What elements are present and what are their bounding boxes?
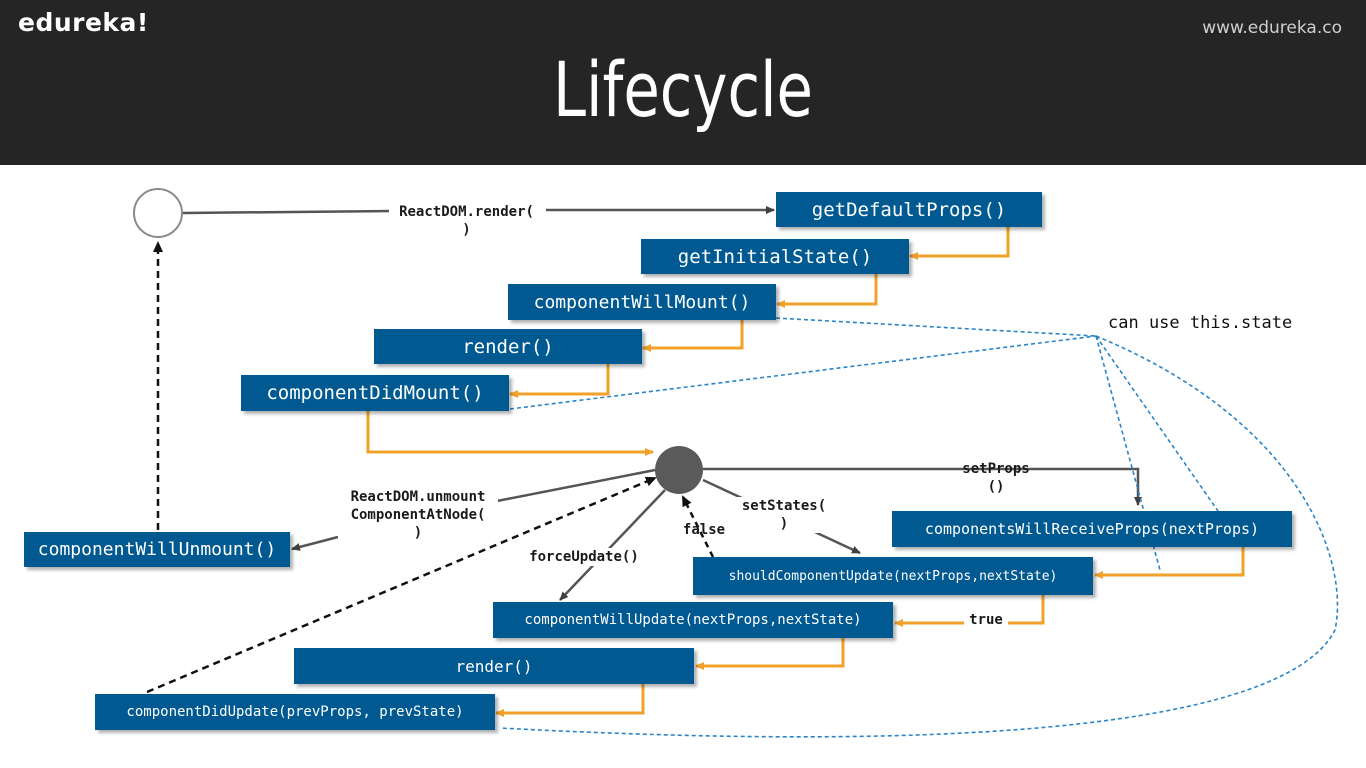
start-node bbox=[133, 188, 183, 238]
box-component-will-mount: componentWillMount() bbox=[508, 284, 776, 320]
box-component-did-update: componentDidUpdate(prevProps, prevState) bbox=[95, 694, 495, 730]
label-set-props: setProps () bbox=[962, 461, 1030, 495]
label-reactdom-render: ReactDOM.render( ) bbox=[389, 203, 544, 239]
setprops-arrow bbox=[703, 467, 1142, 506]
flow-initial-to-willmount bbox=[776, 274, 878, 308]
box-get-initial-state: getInitialState() bbox=[641, 239, 909, 274]
header-bar: edureka! www.edureka.co Lifecycle bbox=[0, 0, 1366, 165]
page-title: Lifecycle bbox=[552, 45, 814, 134]
box-should-component-update: shouldComponentUpdate(nextProps,nextStat… bbox=[693, 557, 1093, 595]
site-url: www.edureka.co bbox=[1202, 18, 1342, 38]
flow-render-to-didupdate bbox=[495, 684, 645, 717]
box-components-will-receive-props: componentsWillReceiveProps(nextProps) bbox=[892, 511, 1292, 547]
unmount-connector bbox=[491, 468, 656, 504]
flow-willmount-to-render bbox=[642, 320, 744, 352]
render-connector bbox=[182, 209, 391, 215]
box-render-mount: render() bbox=[374, 329, 642, 364]
label-true: true bbox=[964, 611, 1008, 629]
false-dashed-arrow bbox=[681, 495, 715, 558]
label-unmount-component: ReactDOM.unmount ComponentAtNode( ) bbox=[338, 488, 498, 542]
state-node bbox=[655, 446, 703, 494]
label-force-update: forceUpdate() bbox=[520, 548, 648, 566]
flow-render-to-didmount bbox=[509, 364, 610, 398]
flow-default-to-initial bbox=[909, 227, 1010, 260]
box-component-will-unmount: componentWillUnmount() bbox=[24, 532, 290, 567]
unmount-arrow bbox=[291, 535, 339, 551]
didupdate-to-state-dashed bbox=[146, 476, 657, 694]
flow-should-to-willupdate bbox=[894, 595, 1045, 627]
forceupdate-arrow bbox=[559, 489, 666, 601]
box-component-did-mount: componentDidMount() bbox=[241, 375, 509, 411]
this-state-lines bbox=[499, 317, 1339, 738]
label-false: false bbox=[682, 522, 726, 538]
lifecycle-diagram-lines bbox=[133, 188, 1339, 738]
flow-didmount-to-state bbox=[366, 411, 654, 456]
brand-logo: edureka! bbox=[18, 8, 149, 37]
box-render-update: render() bbox=[294, 648, 694, 684]
flow-receive-to-should bbox=[1094, 547, 1245, 579]
flow-willupdate-to-render bbox=[695, 638, 845, 670]
note-can-use-this-state: can use this.state bbox=[1108, 313, 1293, 333]
box-get-default-props: getDefaultProps() bbox=[776, 192, 1042, 227]
label-set-states: setStates( ) bbox=[734, 497, 834, 533]
box-component-will-update: componentWillUpdate(nextProps,nextState) bbox=[493, 602, 893, 638]
